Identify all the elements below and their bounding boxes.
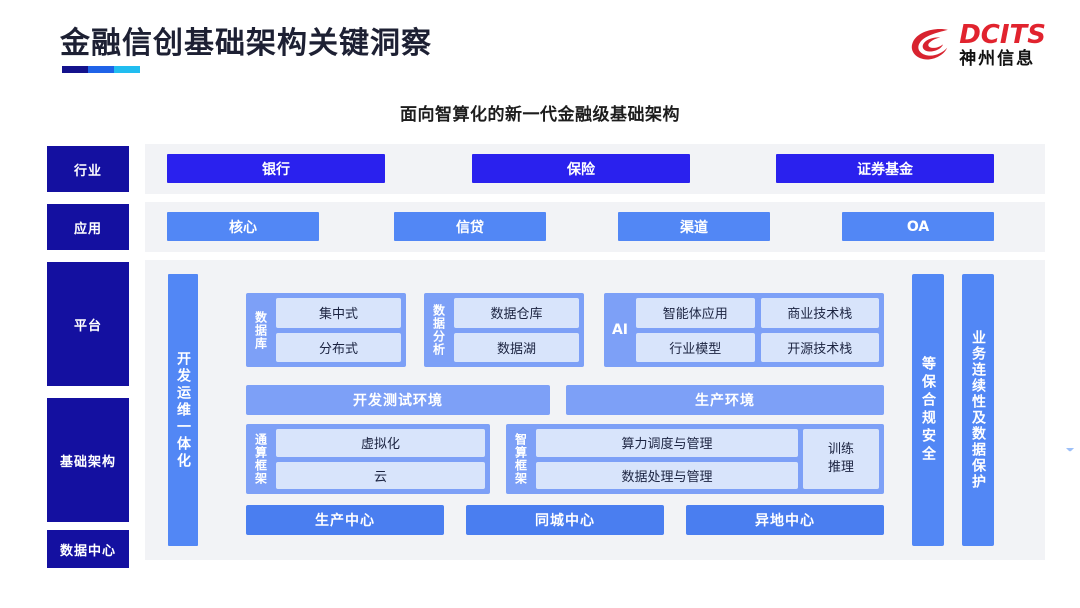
dcits-swirl-icon — [911, 29, 949, 60]
env-bar-dev-test[interactable]: 开发测试环境 — [246, 385, 550, 415]
industry-chip-bank[interactable]: 银行 — [167, 154, 385, 183]
cell-data-lake[interactable]: 数据湖 — [454, 332, 579, 362]
group-ai[interactable]: AI 智能体应用 行业模型 商业技术栈 开源技术栈 — [604, 293, 884, 367]
subtitle: 面向智算化的新一代金融级基础架构 — [400, 105, 680, 125]
group-database[interactable]: 数据库 集中式 分布式 — [246, 293, 406, 367]
cell-commercial-tech-stack[interactable]: 商业技术栈 — [760, 298, 879, 328]
datacenter-bar-metro[interactable]: 同城中心 — [466, 505, 664, 535]
datacenter-label: 同城中心 — [535, 513, 595, 529]
compliance-security-vertical-bar[interactable]: 等保合规安全 — [912, 274, 944, 546]
train-label: 训练 — [827, 442, 854, 458]
cell-data-processing[interactable]: 数据处理与管理 — [536, 461, 798, 489]
cell-industry-model[interactable]: 行业模型 — [636, 332, 755, 362]
cell-opensource-tech-stack[interactable]: 开源技术栈 — [760, 332, 879, 362]
chip-label: 信贷 — [456, 219, 484, 236]
chip-label: 渠道 — [680, 219, 708, 236]
business-continuity-label: 业务连续性及数据保护 — [970, 330, 986, 490]
cell-virtualization[interactable]: 虚拟化 — [276, 429, 485, 457]
sidebar-item-label: 应用 — [73, 221, 102, 237]
title-accent-bar — [62, 66, 140, 73]
chip-label: 保险 — [567, 161, 595, 178]
chip-label: 核心 — [229, 219, 257, 236]
sidebar-item-platform[interactable]: 平台 — [47, 262, 129, 386]
group-label: 智算框架 — [513, 433, 528, 485]
group-intelligent-compute-framework[interactable]: 智算框架 算力调度与管理 数据处理与管理 训练 推理 — [506, 424, 884, 494]
datacenter-bar-remote[interactable]: 异地中心 — [686, 505, 884, 535]
application-chip-channel[interactable]: 渠道 — [618, 212, 770, 241]
cell-compute-scheduling[interactable]: 算力调度与管理 — [536, 429, 798, 457]
chip-label: 银行 — [262, 161, 290, 178]
env-bar-production[interactable]: 生产环境 — [566, 385, 884, 415]
datacenter-bar-production[interactable]: 生产中心 — [246, 505, 444, 535]
chip-label: 证券基金 — [857, 161, 913, 178]
sidebar-item-label: 平台 — [73, 318, 102, 334]
devops-label: 开发运维一体化 — [175, 350, 191, 470]
chip-label: OA — [906, 218, 930, 235]
cell-distributed[interactable]: 分布式 — [276, 332, 401, 362]
application-chip-core[interactable]: 核心 — [167, 212, 319, 241]
devops-vertical-bar[interactable]: 开发运维一体化 — [168, 274, 198, 546]
cell-train-infer[interactable]: 训练 推理 — [803, 429, 879, 489]
group-label: 数据分析 — [431, 304, 446, 356]
application-chip-credit[interactable]: 信贷 — [394, 212, 546, 241]
industry-chip-insurance[interactable]: 保险 — [472, 154, 690, 183]
accent-segment-1 — [62, 66, 88, 73]
sidebar-item-label: 基础架构 — [59, 454, 116, 470]
sidebar-item-infrastructure[interactable]: 基础架构 — [47, 398, 129, 522]
accent-segment-2 — [88, 66, 114, 73]
cell-centralized[interactable]: 集中式 — [276, 298, 401, 328]
accent-segment-3 — [114, 66, 140, 73]
group-label: 通算框架 — [253, 433, 268, 485]
brand-logo: DCITS 神州信息 — [908, 22, 1046, 68]
env-bar-label: 开发测试环境 — [353, 393, 443, 409]
cell-cloud[interactable]: 云 — [276, 461, 485, 489]
datacenter-label: 异地中心 — [755, 513, 815, 529]
infer-label: 推理 — [827, 460, 854, 475]
sidebar-item-label: 数据中心 — [59, 543, 116, 559]
logo-text-en: DCITS — [959, 20, 1046, 50]
compliance-label: 等保合规安全 — [920, 356, 936, 464]
cell-data-warehouse[interactable]: 数据仓库 — [454, 298, 579, 328]
sidebar-item-industry[interactable]: 行业 — [47, 146, 129, 192]
group-general-compute-framework[interactable]: 通算框架 虚拟化 云 — [246, 424, 490, 494]
group-data-analysis[interactable]: 数据分析 数据仓库 数据湖 — [424, 293, 584, 367]
group-label: 数据库 — [253, 310, 268, 350]
logo-text-cn: 神州信息 — [959, 49, 1036, 69]
ai-label: AI — [611, 322, 629, 338]
cell-agent-application[interactable]: 智能体应用 — [636, 298, 755, 328]
application-chip-oa[interactable]: OA — [842, 212, 994, 241]
datacenter-label: 生产中心 — [315, 513, 375, 529]
industry-chip-securities-fund[interactable]: 证券基金 — [776, 154, 994, 183]
env-bar-label: 生产环境 — [695, 393, 755, 409]
sidebar-item-label: 行业 — [73, 163, 102, 179]
business-continuity-vertical-bar[interactable]: 业务连续性及数据保护 — [962, 274, 994, 546]
page-title: 金融信创基础架构关键洞察 — [60, 26, 432, 61]
sidebar-item-datacenter[interactable]: 数据中心 — [47, 530, 129, 568]
sidebar-item-application[interactable]: 应用 — [47, 204, 129, 250]
